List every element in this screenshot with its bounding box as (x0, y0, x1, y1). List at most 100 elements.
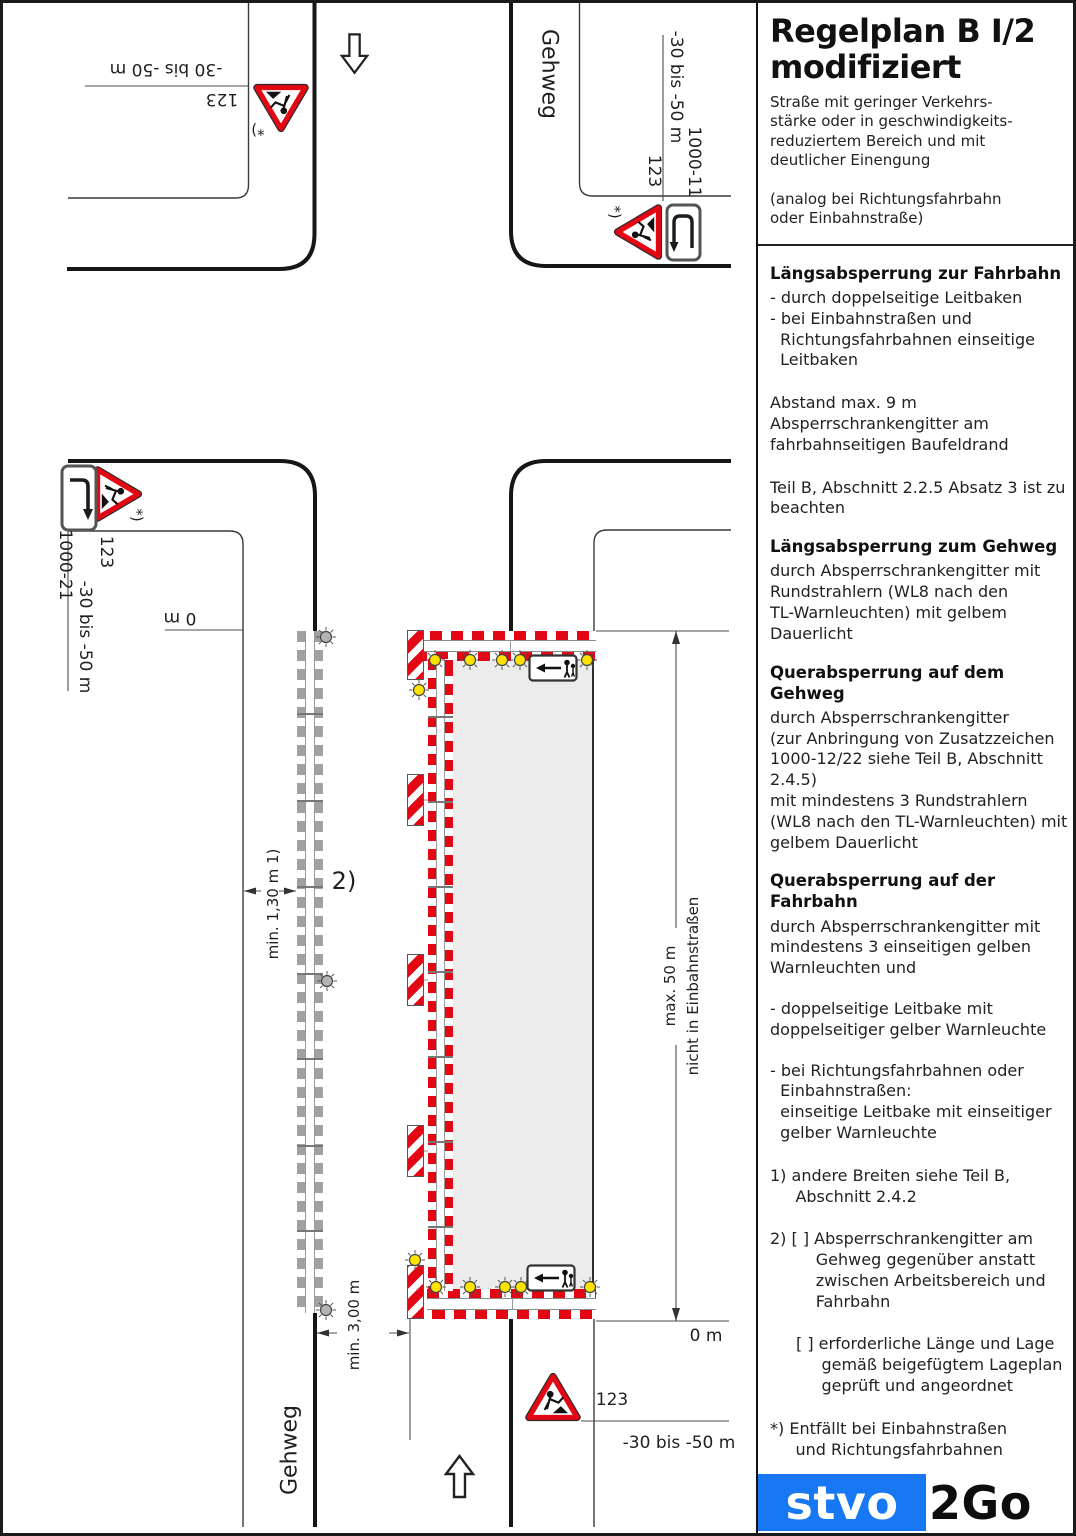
gray-light-icon (316, 627, 336, 647)
warning-light-icon (405, 1250, 425, 1270)
section-paragraph: - bei Richtungsfahrbahnen oder Einbahnst… (770, 1060, 1052, 1142)
panel-divider (758, 243, 1073, 246)
barrier-band (305, 631, 315, 1313)
footnote-star: *) Entfällt bei Einbahnstraßen und Richt… (770, 1418, 1008, 1459)
warning-light-icon (580, 1277, 600, 1297)
barrier-joint (428, 801, 453, 803)
max-50m-label: max. 50 m (661, 945, 679, 1027)
sign-number-123-top-right: 123 (644, 154, 664, 188)
pedestrian-detour-sign-bottom (526, 1264, 576, 1292)
barrier-joint (297, 1145, 323, 1147)
barrier-stripes (445, 659, 453, 1291)
road-edges (67, 3, 731, 1527)
barrier-joint (428, 886, 453, 888)
section-paragraph: durch Absperrschrankengitter mit Rundstr… (770, 561, 1041, 643)
footnote-2: 2) [ ] Absperrschrankengitter am Gehweg … (770, 1229, 1046, 1311)
barrier-stripes (409, 631, 596, 640)
barrier-band (427, 1298, 596, 1310)
section-heading: Querabsperrung auf der Fahrbahn (770, 871, 996, 912)
leitbake-marker (407, 1125, 424, 1177)
barrier-joint (297, 886, 323, 888)
sign-number-123-bottom: 123 (595, 1390, 629, 1410)
barrier-stripes (427, 1310, 596, 1319)
warning-light-icon (511, 1277, 531, 1297)
gray-light-icon (317, 971, 337, 991)
work-area (453, 659, 594, 1291)
traffic-arrow-down-icon (340, 33, 370, 75)
long-barrier-footway (297, 631, 323, 1313)
barrier-joint (297, 1230, 323, 1232)
stvo2go-logo: stvo 2Go (758, 1474, 1032, 1531)
zero-meter-label-bottom: 0 m (689, 1326, 723, 1346)
arrow-plate-1000-11 (665, 203, 702, 262)
warning-light-icon (409, 680, 429, 700)
footway-label-bottom: Gehweg (277, 1404, 303, 1496)
barrier-band (436, 659, 445, 1291)
barrier-joint (297, 800, 323, 802)
warning-light-icon (510, 650, 530, 670)
footnote-2-marker: 2) (331, 867, 357, 895)
dimension-arrowheads (244, 631, 680, 1337)
leitbake-marker (407, 954, 424, 1006)
sign-number-1000-21: 1000-21 (55, 529, 75, 601)
section-heading: Längsabsperrung zur Fahrbahn (770, 263, 1062, 283)
road-linework (67, 3, 731, 1527)
min-300-label: min. 3,00 m (345, 1279, 363, 1371)
barrier-joint (297, 973, 323, 975)
roadworks-sign-bottom (525, 1372, 581, 1422)
logo-2go-part: 2Go (929, 1475, 1032, 1530)
distance-label-top-left: -30 bis -50 m (109, 59, 223, 79)
zero-meter-label-top: 0 m (163, 608, 197, 628)
barrier-joint (297, 1058, 323, 1060)
section-paragraph: - doppelseitige Leitbake mit doppelseiti… (770, 998, 1047, 1039)
footnote-star-left: *) (128, 508, 146, 522)
leitbake-marker (407, 774, 424, 826)
arrow-plate-1000-21 (60, 464, 98, 532)
footnote-star-top-right: *) (606, 205, 624, 219)
distance-label-top-right: -30 bis -50 m (666, 30, 686, 144)
footway-label-top: Gehweg (536, 28, 562, 120)
warning-light-icon (426, 1277, 446, 1297)
traffic-arrow-up-icon (444, 1454, 476, 1499)
pedestrian-detour-sign-top (528, 654, 578, 682)
section-paragraph: Abstand max. 9 m Absperrschrankengitter … (770, 393, 1009, 454)
min-130-label: min. 1,30 m 1) (264, 848, 282, 960)
sign-number-123-top-left: 123 (205, 89, 239, 109)
barrier-joint (510, 640, 511, 652)
footnote-1: 1) andere Breiten siehe Teil B, Abschnit… (770, 1165, 1011, 1206)
barrier-joint (428, 1056, 453, 1058)
section-paragraph: durch Absperrschrankengitter (zur Anbrin… (770, 707, 1068, 852)
barrier-joint (297, 713, 323, 715)
warning-light-icon (460, 650, 480, 670)
warning-light-icon (460, 1277, 480, 1297)
barrier-joint (428, 716, 453, 718)
footnote-2b: [ ] erforderliche Länge und Lage gemäß b… (796, 1334, 1063, 1396)
footnote-star-top-left: *) (251, 121, 265, 139)
barrier-stripes (297, 631, 305, 1313)
traffic-plan-drawing: -30 bis -50 m 123 *) 0 m Gehweg -30 bis … (3, 3, 756, 1533)
roadworks-sign-left (93, 466, 143, 522)
barrier-joint (428, 1226, 453, 1228)
section-paragraph: Teil B, Abschnitt 2.2.5 Absatz 3 ist zu … (770, 477, 1066, 518)
sidewalk-lines (68, 3, 731, 1527)
barrier-stripes (315, 631, 323, 1313)
barrier-joint (428, 971, 453, 973)
warning-light-icon (577, 650, 597, 670)
section-heading: Längsabsperrung zum Gehweg (770, 537, 1058, 557)
roadworks-sign-top-right (613, 204, 663, 260)
barrier-stripes (428, 659, 436, 1291)
logo-stvo-part: stvo (758, 1474, 926, 1531)
section-paragraph: durch Absperrschrankengitter mit mindest… (770, 916, 1041, 978)
cross-barrier-bottom (427, 1289, 596, 1319)
barrier-joint (512, 1298, 513, 1310)
not-in-oneway-label: nicht in Einbahnstraßen (684, 896, 702, 1076)
distance-label-left: -30 bis -50 m (75, 580, 95, 694)
plan-subtitle: Straße mit geringer Verkehrs- stärke ode… (770, 92, 1013, 170)
plan-analog-note: (analog bei Richtungsfahrbahn oder Einba… (770, 189, 1002, 228)
leitbake-marker (407, 1265, 424, 1319)
roadworks-sign-top-left (253, 83, 309, 133)
warning-light-icon (492, 650, 512, 670)
